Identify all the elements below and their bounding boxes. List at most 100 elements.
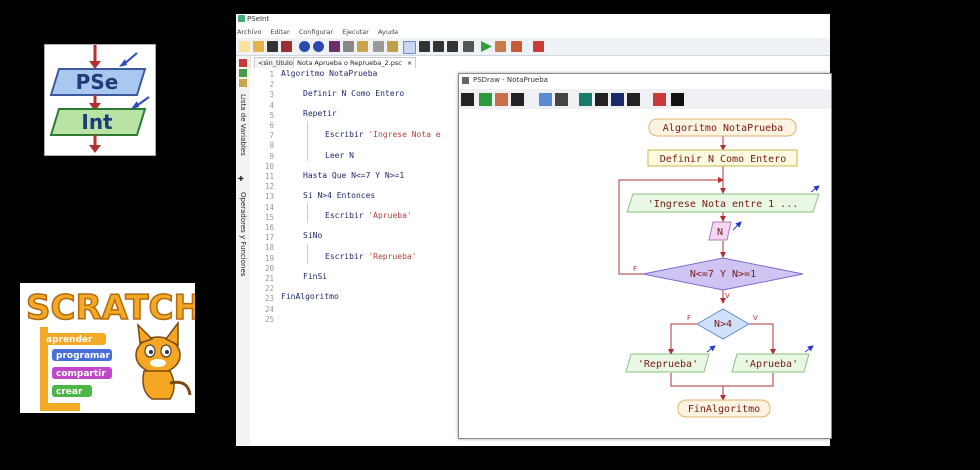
comment-icon[interactable]: [387, 41, 398, 52]
psdraw-titlebar: PSDraw - NotaPrueba: [459, 74, 831, 88]
redo-icon[interactable]: [313, 41, 324, 52]
psdraw-sub-icon[interactable]: [461, 93, 474, 106]
scratch-logo: SCRATCH aprender programar compartir cre…: [20, 283, 203, 413]
paste-icon[interactable]: [357, 41, 368, 52]
code-line-algoritmo: Algoritmo NotaPrueba: [281, 69, 378, 78]
menu-archivo[interactable]: Archivo: [237, 28, 262, 36]
code-line-sino: SiNo: [303, 231, 323, 240]
flowchart-icon[interactable]: [511, 41, 522, 52]
code-line-leer: Leer N: [325, 151, 354, 160]
aprueba-node-label: 'Aprueba': [744, 359, 798, 370]
save-as-icon[interactable]: [281, 41, 292, 52]
scratch-cat-icon: [135, 320, 192, 400]
step-icon[interactable]: [495, 41, 506, 52]
operators-panel-label[interactable]: Operadores y Funciones: [239, 192, 247, 277]
variables-panel-label[interactable]: Lista de Variables: [239, 94, 247, 156]
end-node: [677, 399, 771, 418]
scratch-item-aprender: aprender: [46, 335, 93, 345]
scratch-item-compartir: compartir: [56, 369, 106, 379]
window-titlebar: PSeInt: [236, 14, 830, 26]
new-file-icon[interactable]: [239, 41, 250, 52]
cut-icon[interactable]: [329, 41, 340, 52]
start-node-label: Algoritmo NotaPrueba: [663, 123, 783, 134]
line-number: 22: [264, 284, 274, 294]
code-line-escribir-reprueba: Escribir 'Reprueba': [325, 252, 417, 261]
find-next-icon[interactable]: [433, 41, 444, 52]
line-number: 14: [264, 202, 274, 212]
psdraw-style-icon[interactable]: [595, 93, 608, 106]
code-line-hasta-que: Hasta Que N<=7 Y N>=1: [303, 171, 405, 180]
loop-condition-node: [642, 257, 804, 291]
open-file-icon[interactable]: [253, 41, 264, 52]
main-toolbar: [236, 38, 830, 56]
line-number: 24: [264, 304, 274, 314]
line-number: 11: [264, 172, 274, 181]
operators-icon: ✚: [238, 175, 244, 183]
merge-line: [670, 373, 774, 387]
save-icon[interactable]: [267, 41, 278, 52]
psdraw-color-icon[interactable]: [579, 93, 592, 106]
replace-icon[interactable]: [447, 41, 458, 52]
start-node: [648, 118, 797, 137]
indent-guide: [307, 244, 308, 264]
psdraw-comments-icon[interactable]: [611, 93, 624, 106]
menu-ejecutar[interactable]: Ejecutar: [342, 28, 369, 36]
psdraw-toolbar: [459, 89, 831, 109]
line-number: 10: [264, 161, 274, 171]
loop-false-label: F: [633, 265, 637, 273]
side-icons[interactable]: [239, 59, 247, 89]
define-node: [647, 149, 798, 167]
line-number: 12: [264, 182, 274, 192]
menu-ayuda[interactable]: Ayuda: [378, 28, 399, 36]
output-node: [626, 193, 820, 213]
line-number: 20: [264, 263, 274, 273]
find-icon[interactable]: [403, 41, 416, 54]
line-number: 3: [269, 90, 274, 100]
if-condition-label: N>4: [714, 319, 732, 330]
loop-condition-label: N<=7 Y N>=1: [690, 269, 756, 280]
scratch-logo-title: SCRATCH: [26, 288, 195, 328]
indent-icon[interactable]: [373, 41, 384, 52]
undo-icon[interactable]: [299, 41, 310, 52]
run-icon[interactable]: [481, 41, 492, 52]
loop-back-arrow: [618, 177, 724, 275]
psdraw-window: PSDraw - NotaPrueba: [458, 73, 832, 439]
define-node-label: Definir N Como Entero: [660, 154, 786, 165]
format-icon[interactable]: [463, 41, 474, 52]
close-tab-icon[interactable]: ×: [406, 59, 413, 67]
line-number: 8: [269, 141, 274, 151]
output-indicator-icon: [810, 185, 820, 193]
copy-icon[interactable]: [343, 41, 354, 52]
psdraw-step-icon[interactable]: [495, 93, 508, 106]
menu-editar[interactable]: Editar: [270, 28, 290, 36]
menu-configurar[interactable]: Configurar: [298, 28, 334, 36]
psdraw-title: PSDraw - NotaPrueba: [473, 76, 548, 84]
line-number: 6: [269, 121, 274, 130]
output-node-label: 'Ingrese Nota entre 1 ...: [648, 199, 799, 210]
code-line-repetir: Repetir: [303, 109, 337, 118]
reprueba-node: [625, 353, 710, 373]
input-node-label: N: [717, 227, 723, 238]
psdraw-run-icon[interactable]: [479, 93, 492, 106]
line-number: 25: [264, 314, 274, 324]
psdraw-export-icon[interactable]: [511, 93, 524, 106]
psdraw-app-icon: [462, 77, 469, 84]
psdraw-close-icon[interactable]: [671, 93, 684, 106]
line-number: 16: [264, 223, 274, 232]
line-number: 4: [269, 100, 274, 110]
psdraw-fit-icon[interactable]: [555, 93, 568, 106]
menu-bar: Archivo Editar Configurar Ejecutar Ayuda: [236, 26, 830, 38]
tab-nota-aprueba[interactable]: Nota Aprueba o Reprueba_2.psc ×: [293, 57, 417, 68]
psdraw-help-icon[interactable]: [653, 93, 666, 106]
line-number: 13: [264, 192, 274, 202]
code-line-finsi: FinSi: [303, 272, 328, 281]
aprueba-indicator-icon: [804, 345, 814, 353]
help-icon[interactable]: [533, 41, 544, 52]
binoculars-icon[interactable]: [419, 41, 430, 52]
input-node: [708, 221, 732, 241]
tab-nota-aprueba-label: Nota Aprueba o Reprueba_2.psc: [297, 59, 402, 67]
line-number: 9: [269, 151, 274, 161]
psdraw-shape-icon[interactable]: [627, 93, 640, 106]
app-icon: [238, 15, 245, 22]
psdraw-zoom-icon[interactable]: [539, 93, 552, 106]
